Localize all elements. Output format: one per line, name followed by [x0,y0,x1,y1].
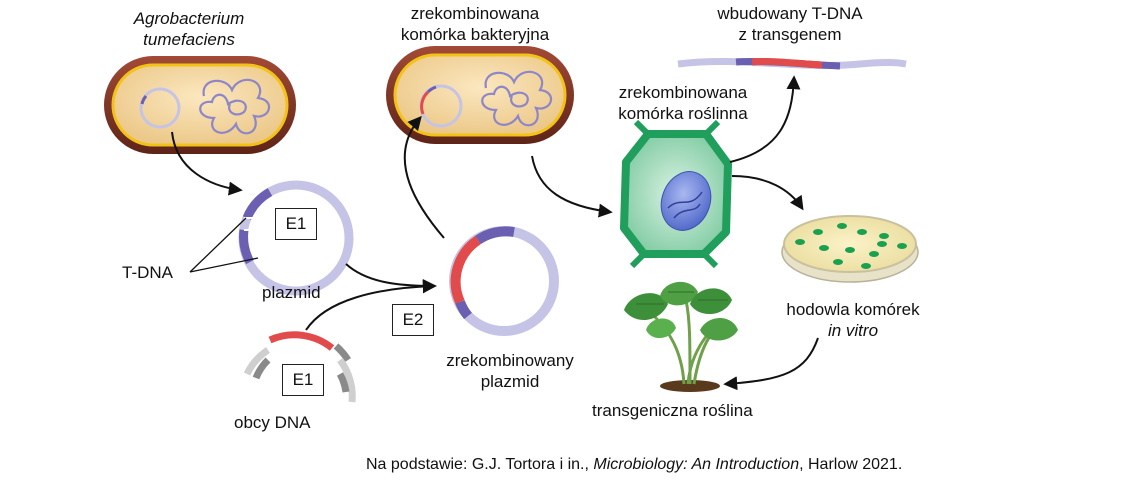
label-foreign-dna: obcy DNA [234,413,311,432]
enzyme-box-e2: E2 [392,304,434,336]
recombinant-bacterium-cell [386,46,574,144]
arrow-bacterium-to-plant-cell [531,155,613,218]
label-agrobacterium-line2: tumefaciens [143,30,235,49]
plant-cell-nucleus [660,171,712,231]
label-recombinant-bacterium: zrekombinowana komórka bakteryjna [370,3,580,45]
label-plasmid: plazmid [262,283,321,302]
label-plant-cell-line1: zrekombinowana [618,83,748,102]
bacterial-plasmid-tdna [140,95,148,105]
label-cell-culture-line1: hodowla komórek [786,300,920,319]
recombinant-chromosomal-dna [481,70,552,127]
inserted-transgene [751,57,823,69]
label-recombinant-plasmid-line1: zrekombinowany [446,351,574,370]
arrow-plant-cell-to-tdna [729,75,801,163]
source-title: Microbiology: An Introduction [593,456,800,473]
petri-dish [781,215,919,283]
foreign-dna [243,331,356,403]
enzyme-box-e1-foreign: E1 [282,364,324,396]
ti-plasmid-tdna-bottom [239,229,255,265]
label-transgenic-plant: transgeniczna roślina [592,401,753,420]
recombinant-bacterial-plasmid-transgene [420,90,430,115]
label-agrobacterium: Agrobacterium tumefaciens [118,8,260,50]
foreign-dna-gene [268,331,335,351]
arrow-recombinant-to-bacterium [403,115,445,239]
label-inserted-tdna-line2: z transgenem [738,25,842,44]
label-agrobacterium-line1: Agrobacterium [133,9,245,28]
label-inserted-tdna: wbudowany T-DNA z transgenem [680,3,900,45]
label-plant-cell-line2: komórka roślinna [618,104,748,123]
agrobacterium-cell [104,56,296,154]
cultured-cells [795,223,907,269]
tdna-pointers [189,217,259,273]
arrow-bacterium-to-plasmid [171,131,243,196]
label-tdna: T-DNA [122,263,173,282]
plant-cell [620,119,732,269]
label-recombinant-plasmid: zrekombinowany plazmid [420,350,600,392]
source-suffix: , Harlow 2021. [799,456,903,473]
label-cell-culture-line2: in vitro [827,321,879,340]
enzyme-box-e1-plasmid: E1 [275,208,317,240]
arrow-plasmid-to-recombinant [345,263,437,293]
label-recombinant-bacterium-line2: komórka bakteryjna [400,25,550,44]
source-citation: Na podstawie: G.J. Tortora i in., Microb… [366,456,902,474]
arrow-culture-to-plant [723,337,819,391]
ti-plasmid-tdna-top [242,188,273,220]
inserted-tdna-strip [677,57,907,70]
label-plant-cell: zrekombinowana komórka roślinna [588,82,778,124]
arrow-plant-cell-to-culture [731,175,804,211]
label-recombinant-plasmid-line2: plazmid [480,372,540,391]
chromosomal-dna [199,78,270,135]
label-inserted-tdna-line1: wbudowany T-DNA [717,4,863,23]
source-prefix: Na podstawie: G.J. Tortora i in., [366,456,594,473]
recombinant-plasmid [449,226,559,336]
recombinant-plasmid-transgene [450,235,481,305]
label-cell-culture: hodowla komórek in vitro [758,299,948,341]
transgenic-plant [624,281,738,392]
label-recombinant-bacterium-line1: zrekombinowana [410,4,540,23]
arrow-foreign-dna-to-recombinant [305,279,437,331]
bacterial-plasmid [139,87,181,129]
process-arrows [171,75,819,391]
